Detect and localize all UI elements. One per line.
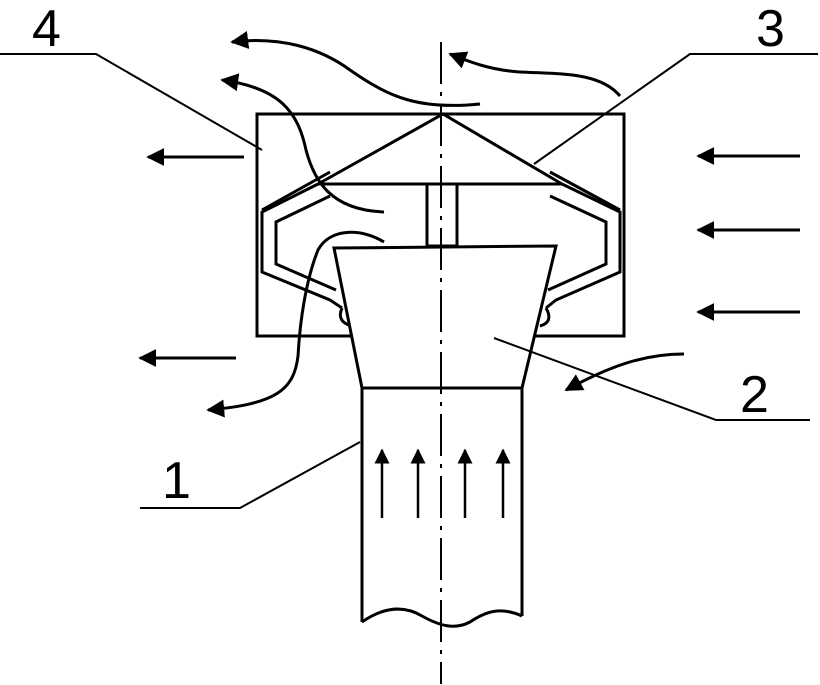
incoming-wind-arrows bbox=[696, 147, 800, 321]
callout-1: 1 bbox=[162, 452, 191, 510]
pipe-flow-arrows bbox=[374, 448, 511, 518]
callout-3: 3 bbox=[756, 0, 785, 58]
nozzle-cone bbox=[332, 244, 558, 390]
callout-labels: 4 3 2 1 bbox=[32, 0, 785, 510]
outgoing-wind-arrows bbox=[138, 148, 244, 367]
callout-2: 2 bbox=[740, 366, 769, 424]
curved-flow-arrows bbox=[206, 31, 685, 418]
supply-pipe bbox=[360, 388, 524, 628]
callout-4: 4 bbox=[32, 0, 61, 58]
leader-lines bbox=[0, 53, 818, 509]
